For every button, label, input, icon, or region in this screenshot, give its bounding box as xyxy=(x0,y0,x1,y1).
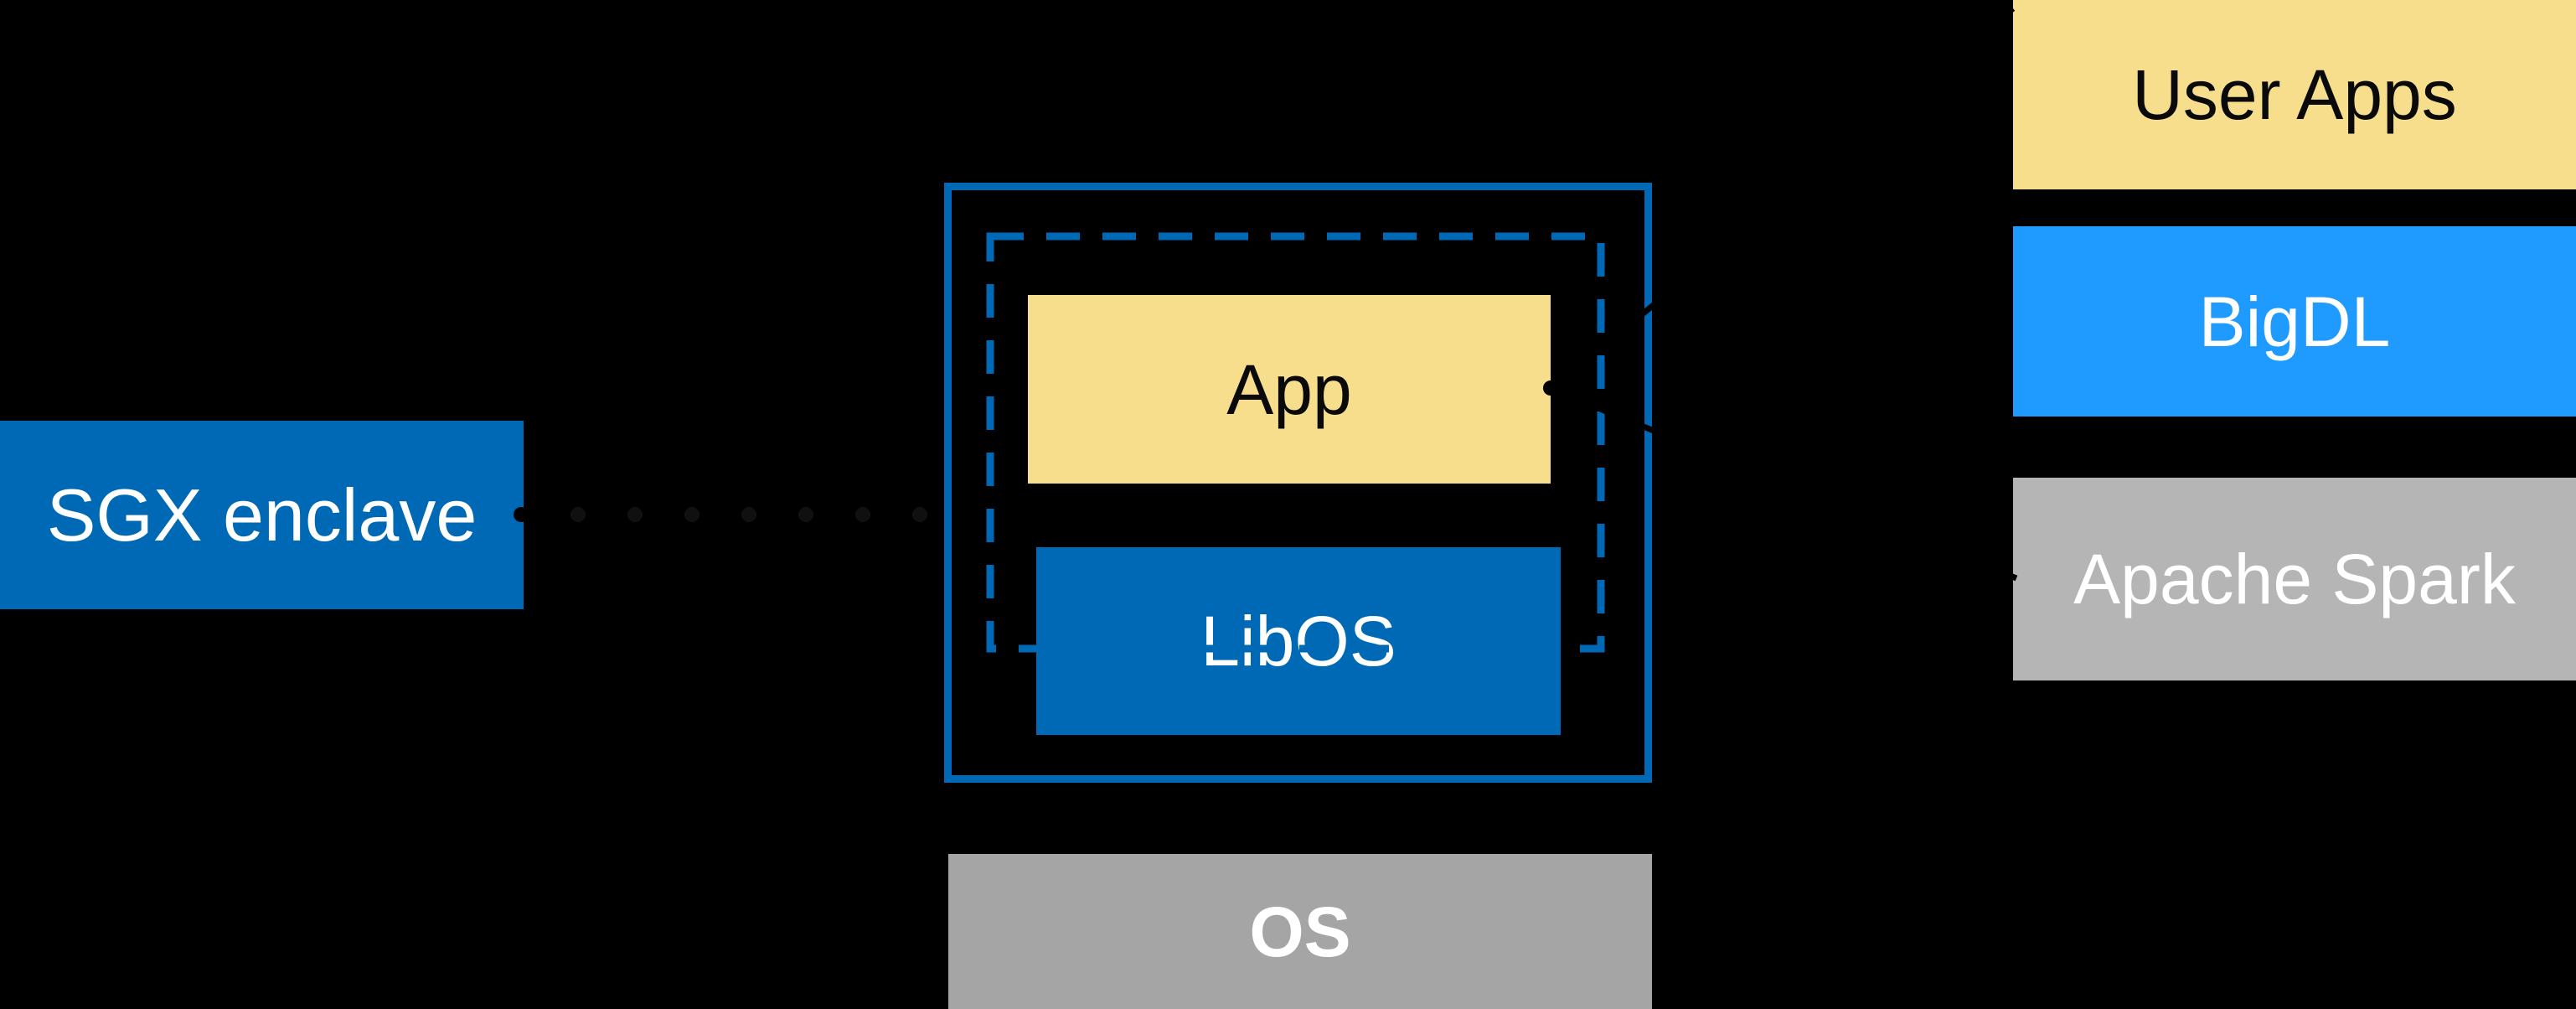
bigdl-label: BigDL xyxy=(2198,282,2391,361)
dotted-connector-dot xyxy=(570,507,586,522)
os-label: OS xyxy=(1249,892,1351,971)
app-label: App xyxy=(1226,349,1352,429)
dotted-connector-dot xyxy=(627,507,643,522)
dotted-connector-dot xyxy=(684,507,699,522)
libos-label: LibOS xyxy=(1200,602,1396,680)
apache-spark-box: Apache Spark xyxy=(2013,478,2576,680)
app-box: App xyxy=(1028,295,1551,484)
dotted-connector-dot xyxy=(741,507,756,522)
libos-box: LibOS xyxy=(1036,547,1561,735)
dotted-connector-dot xyxy=(912,507,927,522)
sgx-enclave-box: SGX enclave xyxy=(0,421,524,609)
os-box: OS xyxy=(948,854,1652,1009)
sgx-enclave-label: SGX enclave xyxy=(46,473,478,556)
user-apps-box: User Apps xyxy=(2013,0,2576,189)
dotted-connector-dot xyxy=(798,507,813,522)
bigdl-box: BigDL xyxy=(2013,226,2576,417)
sgx-dotted-connector xyxy=(514,507,927,522)
user-apps-label: User Apps xyxy=(2132,55,2457,134)
dotted-connector-dot xyxy=(855,507,870,522)
apache-spark-label: Apache Spark xyxy=(2073,540,2516,618)
